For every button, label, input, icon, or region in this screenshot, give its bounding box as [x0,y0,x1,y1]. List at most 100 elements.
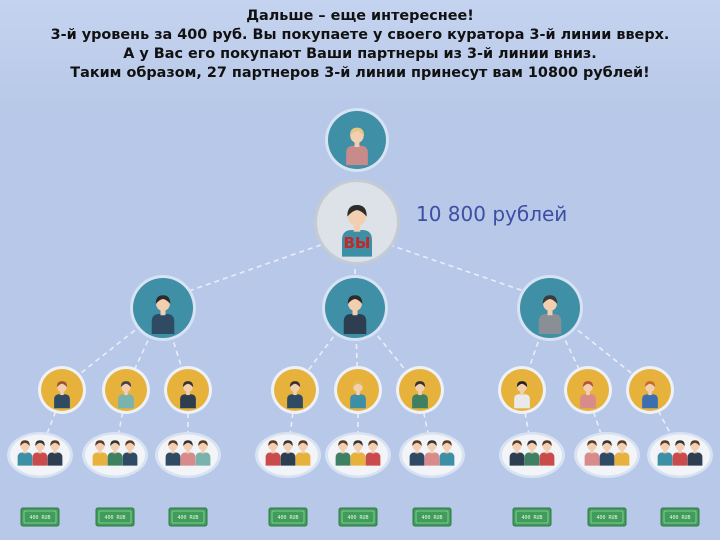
banknote-text: 400 RUB [521,515,542,521]
line3-partner-group [325,432,391,478]
person-icon [599,440,615,466]
person-icon [687,440,703,466]
tree-nodes: 400 RUB 400 RUB 400 RUB 400 RUB 400 RUB 400 R… [7,108,713,527]
line1-partner-node [322,275,388,341]
person-icon [180,381,196,409]
person-icon [614,440,630,466]
person-icon [350,440,366,466]
person-icon [122,440,138,466]
person-icon [514,381,530,409]
person-icon [265,440,281,466]
person-icon [17,440,33,466]
person-icon [424,440,440,466]
person-icon [365,440,381,466]
person-icon [539,440,555,466]
group-of-three-icon [265,440,311,466]
title-line-1: Дальше – еще интереснее! [246,8,474,24]
group-of-three-icon [165,440,211,466]
amount-label: 10 800 рублей [416,202,567,226]
person-icon [412,381,428,409]
connector-line [354,232,551,301]
banknote-icon: 400 RUB [20,507,60,527]
line1-partner-node [130,275,196,341]
line1-partner-node [517,275,583,341]
person-icon [92,440,108,466]
person-icon [195,440,211,466]
banknote-icon: 400 RUB [95,507,135,527]
person-icon [584,440,600,466]
person-icon [287,381,303,409]
group-of-three-icon [657,440,703,466]
person-icon [350,381,366,409]
banknote-text: 400 RUB [596,515,617,521]
banknote-icon: 400 RUB [168,507,208,527]
banknote-text: 400 RUB [347,515,368,521]
line3-partner-group [647,432,713,478]
person-icon [342,205,372,257]
person-icon [642,381,658,409]
person-icon [343,295,367,334]
you-label: ВЫ [344,234,371,252]
banknote-text: 400 RUB [29,515,50,521]
line3-partner-group [82,432,148,478]
banknote-icon: 400 RUB [587,507,627,527]
line3-partner-group [255,432,321,478]
group-of-three-icon [335,440,381,466]
banknote-icon: 400 RUB [412,507,452,527]
title-line-4: Таким образом, 27 партнеров 3-й линии пр… [70,65,650,81]
person-icon [509,440,525,466]
person-icon [524,440,540,466]
line2-partner-node [164,366,212,414]
line3-partner-group [7,432,73,478]
person-icon [47,440,63,466]
banknote-icon: 400 RUB [660,507,700,527]
line2-partner-node [626,366,674,414]
person-icon [165,440,181,466]
banknote-text: 400 RUB [177,515,198,521]
curator-node [325,108,389,172]
person-icon [295,440,311,466]
line2-partner-node [102,366,150,414]
person-icon [538,295,562,334]
person-icon [657,440,673,466]
line2-partner-node [271,366,319,414]
person-icon [54,381,70,409]
line3-partner-group [155,432,221,478]
line2-partner-node [334,366,382,414]
group-of-three-icon [17,440,63,466]
banknote-icon: 400 RUB [512,507,552,527]
banknote-text: 400 RUB [277,515,298,521]
person-icon [409,440,425,466]
person-icon [151,295,175,334]
title-line-3: А у Вас его покупают Ваши партнеры из 3-… [123,46,597,62]
person-icon [118,381,134,409]
line3-partner-group [574,432,640,478]
group-of-three-icon [409,440,455,466]
group-of-three-icon [509,440,555,466]
person-icon [107,440,123,466]
banknote-icon: 400 RUB [338,507,378,527]
banknote-text: 400 RUB [104,515,125,521]
person-icon [32,440,48,466]
you-node [314,179,400,265]
person-icon [280,440,296,466]
line2-partner-node [396,366,444,414]
line2-partner-node [38,366,86,414]
person-icon [335,440,351,466]
connector-line [162,232,356,301]
person-icon [346,127,368,166]
banknote-text: 400 RUB [669,515,690,521]
line2-partner-node [564,366,612,414]
banknote-text: 400 RUB [421,515,442,521]
line3-partner-group [399,432,465,478]
person-icon [580,381,596,409]
group-of-three-icon [92,440,138,466]
title-line-2: 3-й уровень за 400 руб. Вы покупаете у с… [50,27,670,43]
person-icon [180,440,196,466]
group-of-three-icon [584,440,630,466]
banknote-icon: 400 RUB [268,507,308,527]
line3-partner-group [499,432,565,478]
slide-title: Дальше – еще интереснее! 3-й уровень за … [0,0,720,100]
person-icon [672,440,688,466]
